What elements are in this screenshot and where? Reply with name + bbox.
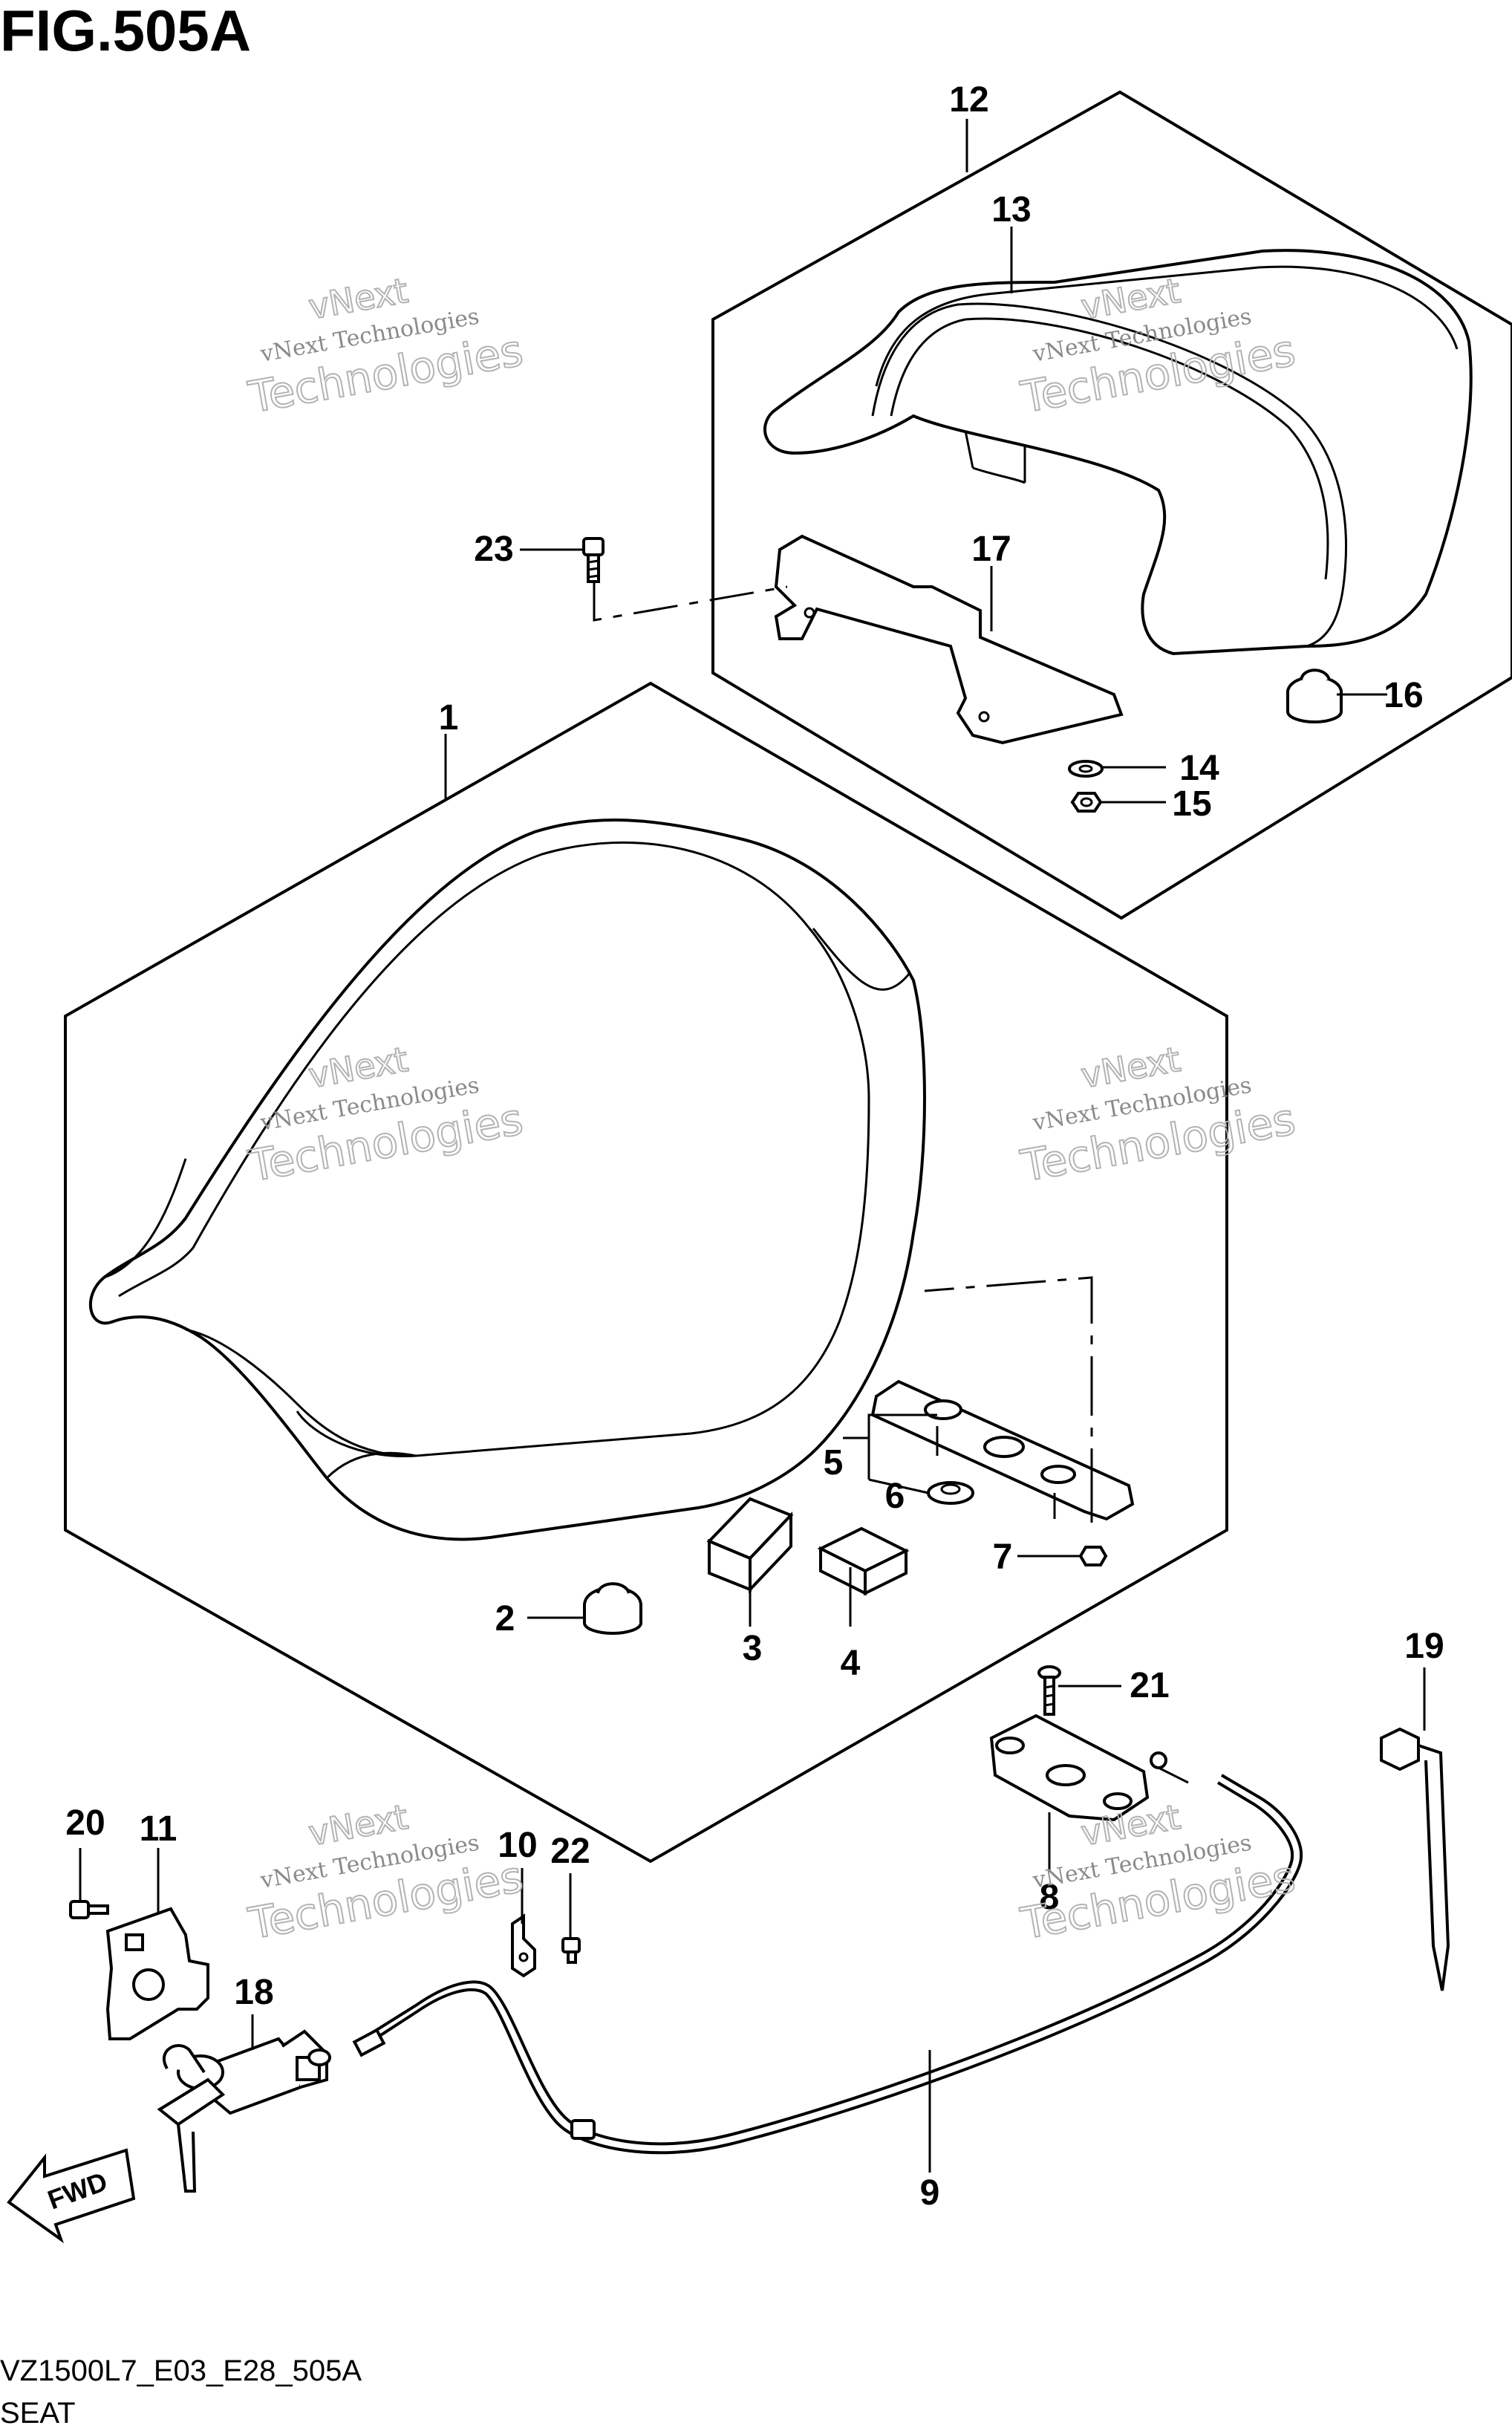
screw-22	[561, 1937, 581, 1964]
callout-3: 3	[743, 1629, 763, 1668]
lock-holder	[105, 1907, 209, 2040]
cushion-3	[706, 1497, 794, 1594]
figure-title: FIG.505A	[0, 0, 251, 63]
front-seat-group-outline	[64, 681, 1228, 1864]
callout-20: 20	[65, 1803, 105, 1843]
callout-19: 19	[1404, 1627, 1444, 1666]
nut-7	[1078, 1546, 1108, 1566]
callout-13: 13	[991, 190, 1031, 230]
callout-18: 18	[234, 1973, 273, 2012]
washer-14	[1068, 760, 1104, 778]
cable-clamp	[1380, 1727, 1450, 1991]
watermark-1: vNext vNext Technologies Technologies	[244, 270, 527, 423]
seat-bracket	[774, 534, 1124, 745]
callout-1: 1	[439, 698, 459, 738]
watermark-5: vNext vNext Technologies Technologies	[244, 1796, 527, 1950]
screw-20	[69, 1900, 109, 1919]
callout-16: 16	[1384, 676, 1423, 715]
rider-seat	[89, 819, 926, 1541]
callout-labels: 1 2 3 4 5 6 7 8 9 10 11 12 13 14 15 16 1…	[65, 80, 1444, 2213]
callout-9: 9	[920, 2173, 940, 2213]
screw-21	[1037, 1665, 1061, 1716]
callout-15: 15	[1172, 784, 1211, 824]
damper-2	[583, 1582, 642, 1635]
callout-23: 23	[474, 530, 513, 569]
lock-group	[69, 1665, 1450, 2193]
leader-7-dashed	[924, 1276, 1093, 1508]
callout-4: 4	[841, 1644, 861, 1683]
diagram-name: SEAT	[0, 2397, 76, 2430]
callout-8: 8	[1040, 1878, 1060, 1917]
callout-6: 6	[885, 1477, 905, 1516]
bolt-23	[582, 537, 605, 583]
seat-lock	[157, 2029, 328, 2193]
spacer-6	[927, 1481, 974, 1505]
rear-seat-group	[582, 90, 1512, 920]
watermark-4: vNext vNext Technologies Technologies	[1016, 1038, 1300, 1192]
seat-bracket-5	[870, 1379, 1135, 1523]
callout-7: 7	[993, 1537, 1013, 1577]
callout-14: 14	[1179, 749, 1219, 788]
fwd-arrow-icon: FWD	[7, 2148, 136, 2244]
callout-10: 10	[498, 1826, 537, 1865]
rear-seat-group-outline	[711, 90, 1512, 920]
diagram-code: VZ1500L7_E03_E28_505A	[0, 2355, 362, 2387]
cable-bracket-10	[511, 1913, 536, 1978]
leader-lines	[79, 119, 1426, 2173]
leader-23-dashed	[593, 583, 788, 622]
callout-21: 21	[1130, 1666, 1169, 1705]
callout-22: 22	[550, 1832, 590, 1871]
seat-latch	[989, 1714, 1189, 1822]
callout-17: 17	[971, 530, 1011, 569]
callout-5: 5	[824, 1443, 844, 1483]
front-seat-group	[64, 681, 1228, 1864]
seat-lock-cable	[307, 1774, 1303, 2155]
callout-11: 11	[140, 1809, 177, 1849]
pillion-seat	[763, 249, 1473, 656]
callout-2: 2	[495, 1599, 515, 1639]
callout-12: 12	[949, 80, 988, 120]
nut-15	[1070, 792, 1103, 813]
cushion-4	[817, 1526, 910, 1596]
cushion-16	[1286, 668, 1343, 723]
